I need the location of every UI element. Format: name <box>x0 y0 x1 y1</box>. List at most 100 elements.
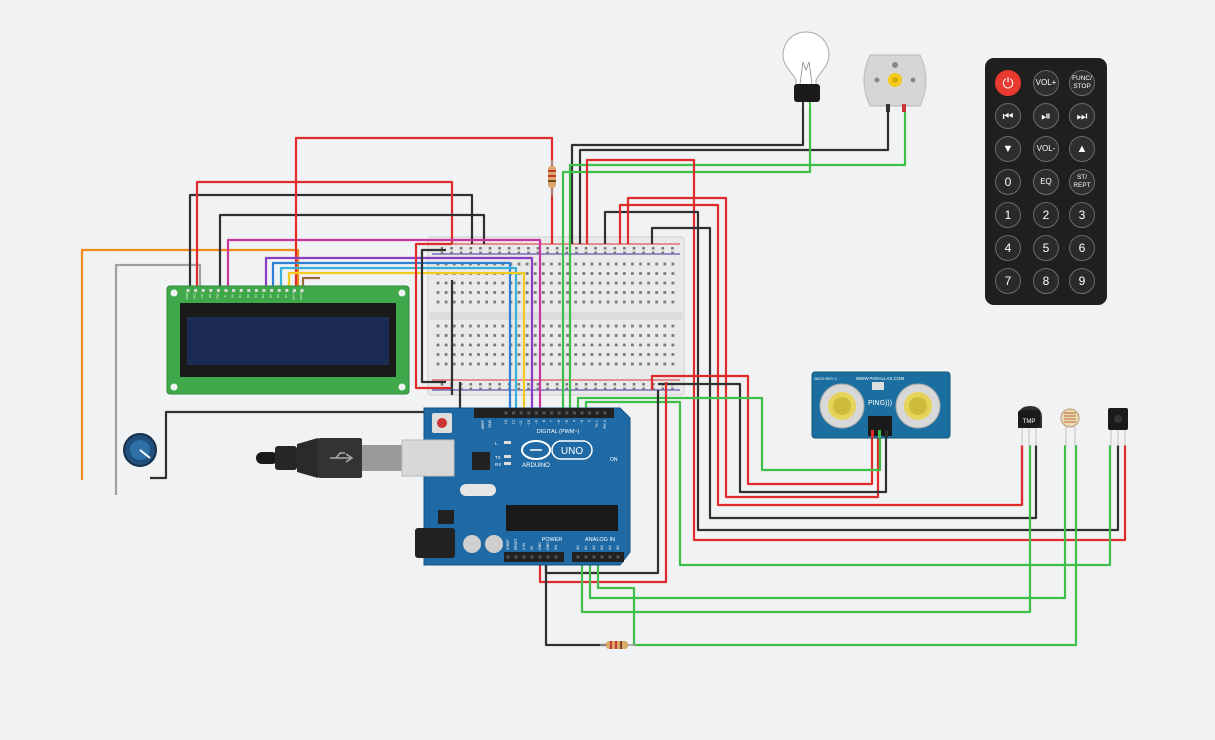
breadboard-hole[interactable] <box>477 362 480 366</box>
breadboard-hole[interactable] <box>525 281 529 285</box>
remote-num-7-button[interactable]: 7 <box>995 268 1021 294</box>
breadboard-hole[interactable] <box>493 300 497 304</box>
rail-hole[interactable] <box>479 247 482 250</box>
breadboard-hole[interactable] <box>598 291 602 294</box>
breadboard-hole[interactable] <box>541 343 545 347</box>
breadboard-hole[interactable] <box>485 281 488 285</box>
rail-hole[interactable] <box>632 387 636 391</box>
breadboard-hole[interactable] <box>639 300 642 304</box>
breadboard-hole[interactable] <box>614 324 618 328</box>
breadboard-hole[interactable] <box>533 291 537 294</box>
breadboard-hole[interactable] <box>558 324 561 328</box>
remote-num-1-button[interactable]: 1 <box>995 202 1021 228</box>
breadboard-hole[interactable] <box>647 272 650 275</box>
breadboard-hole[interactable] <box>655 362 659 366</box>
breadboard-hole[interactable] <box>485 343 488 347</box>
breadboard-hole[interactable] <box>501 362 505 366</box>
remote-num-2-button[interactable]: 2 <box>1033 202 1059 228</box>
rail-hole[interactable] <box>469 387 473 391</box>
breadboard-hole[interactable] <box>663 272 667 275</box>
rail-hole[interactable] <box>469 247 473 250</box>
breadboard-hole[interactable] <box>517 343 521 347</box>
rail-hole[interactable] <box>517 383 521 386</box>
rail-hole[interactable] <box>488 251 492 255</box>
breadboard-hole[interactable] <box>622 343 626 347</box>
power-pin[interactable] <box>538 555 542 559</box>
analog-pin[interactable] <box>576 555 580 559</box>
wire-red-rail-right-2[interactable] <box>626 196 880 499</box>
lcd-pin[interactable] <box>292 289 296 292</box>
breadboard-hole[interactable] <box>493 353 497 356</box>
rail-hole[interactable] <box>479 383 482 386</box>
breadboard-hole[interactable] <box>517 324 521 328</box>
rail-hole[interactable] <box>651 251 655 255</box>
wire-black-lcd-2[interactable] <box>218 213 486 290</box>
wire-cyan-lcd[interactable] <box>279 266 518 408</box>
wire-purple-lcd[interactable] <box>264 256 534 408</box>
breadboard-hole[interactable] <box>622 300 626 304</box>
analog-pin[interactable] <box>600 555 604 559</box>
breadboard-hole[interactable] <box>477 353 480 356</box>
breadboard-hole[interactable] <box>663 353 667 356</box>
usb-cable[interactable] <box>256 438 453 478</box>
breadboard-hole[interactable] <box>622 262 626 266</box>
breadboard-hole[interactable] <box>574 324 578 328</box>
breadboard-hole[interactable] <box>663 343 667 347</box>
breadboard-hole[interactable] <box>525 353 529 356</box>
breadboard-hole[interactable] <box>444 281 448 285</box>
lcd-pin[interactable] <box>300 289 304 292</box>
breadboard-hole[interactable] <box>647 324 650 328</box>
breadboard-hole[interactable] <box>582 343 586 347</box>
breadboard-hole[interactable] <box>452 324 456 328</box>
breadboard-hole[interactable] <box>541 262 545 266</box>
power-pin[interactable] <box>546 555 550 559</box>
rail-hole[interactable] <box>603 387 607 391</box>
rail-hole[interactable] <box>603 383 607 386</box>
breadboard-hole[interactable] <box>639 324 642 328</box>
breadboard-hole[interactable] <box>541 291 545 294</box>
breadboard-hole[interactable] <box>444 291 448 294</box>
rail-hole[interactable] <box>642 387 645 391</box>
digital-pin[interactable] <box>588 411 592 415</box>
breadboard-hole[interactable] <box>533 272 537 275</box>
rail-hole[interactable] <box>632 383 636 386</box>
breadboard-hole[interactable] <box>647 262 650 266</box>
ir-remote[interactable]: ⏻ VOL+ FUNC/ STOP ⏮ ⏯ ⏭ ▼ VOL- ▲ 0 EQ ST… <box>985 58 1107 305</box>
rail-hole[interactable] <box>661 251 665 255</box>
rail-hole[interactable] <box>565 383 569 386</box>
breadboard-hole[interactable] <box>566 262 569 266</box>
breadboard-hole[interactable] <box>582 262 586 266</box>
analog-pin[interactable] <box>616 555 620 559</box>
breadboard-hole[interactable] <box>614 272 618 275</box>
breadboard-hole[interactable] <box>444 343 448 347</box>
breadboard-hole[interactable] <box>477 300 480 304</box>
rail-hole[interactable] <box>459 387 463 391</box>
rail-hole[interactable] <box>488 383 492 386</box>
breadboard-hole[interactable] <box>631 334 634 337</box>
breadboard-hole[interactable] <box>501 291 505 294</box>
breadboard-hole[interactable] <box>558 334 561 337</box>
rail-hole[interactable] <box>498 383 501 386</box>
breadboard-hole[interactable] <box>663 262 667 266</box>
breadboard-hole[interactable] <box>639 272 642 275</box>
digital-pin[interactable] <box>565 411 569 415</box>
breadboard-hole[interactable] <box>655 353 659 356</box>
rail-hole[interactable] <box>661 247 665 250</box>
breadboard-hole[interactable] <box>469 353 472 356</box>
remote-num-9-button[interactable]: 9 <box>1069 268 1095 294</box>
breadboard-hole[interactable] <box>631 343 634 347</box>
breadboard-hole[interactable] <box>663 362 667 366</box>
breadboard-hole[interactable] <box>614 262 618 266</box>
breadboard-hole[interactable] <box>566 272 569 275</box>
rail-hole[interactable] <box>440 251 444 255</box>
breadboard-hole[interactable] <box>501 353 505 356</box>
breadboard-hole[interactable] <box>614 291 618 294</box>
rail-hole[interactable] <box>623 387 626 391</box>
breadboard-hole[interactable] <box>631 300 634 304</box>
wire-green-a1-ldr[interactable] <box>588 445 1067 600</box>
rail-hole[interactable] <box>488 247 492 250</box>
breadboard-hole[interactable] <box>460 324 464 328</box>
breadboard-hole[interactable] <box>582 272 586 275</box>
